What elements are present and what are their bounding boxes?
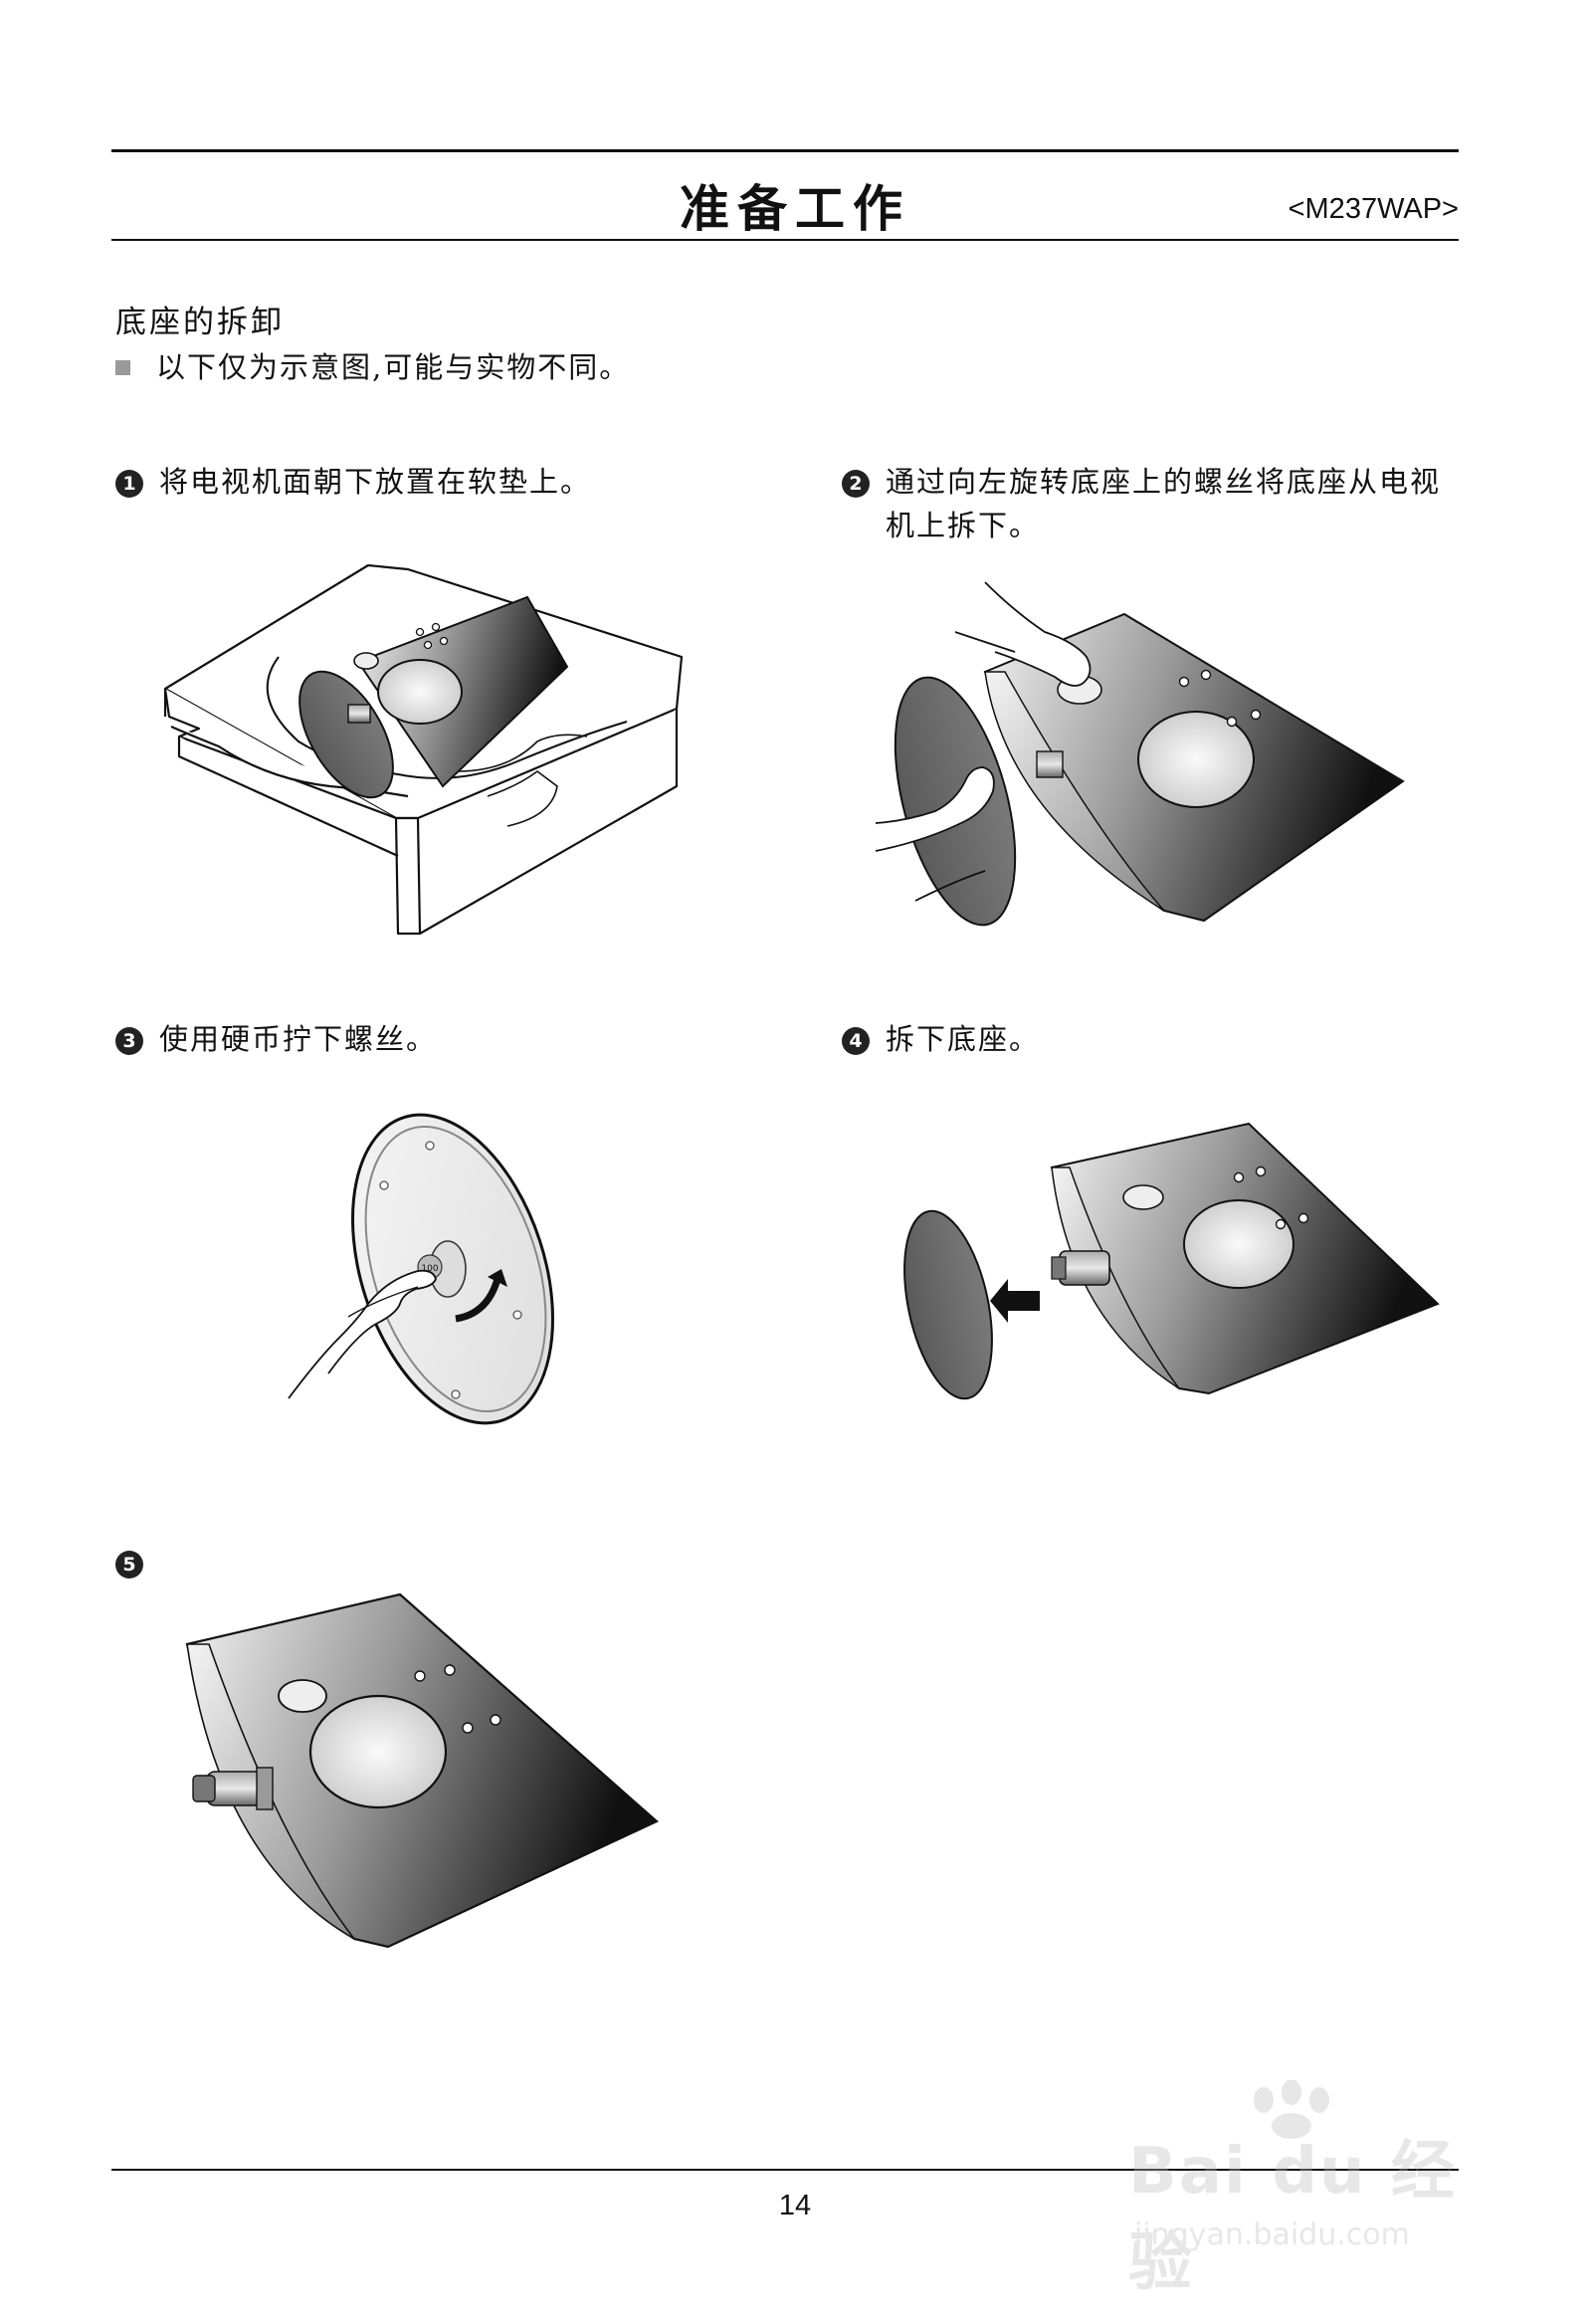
figure-remove-base	[903, 1122, 1440, 1400]
figure-coin-unscrew: 100	[288, 1113, 555, 1425]
step-2: 2 通过向左旋转底座上的螺丝将底座从电视 机上拆下。	[842, 460, 1479, 547]
page-number: 14	[778, 2190, 812, 2221]
step-3: 3 使用硬币拧下螺丝。	[115, 1017, 437, 1061]
figure-stand-final	[185, 1592, 659, 1949]
footer-rule	[111, 2169, 1459, 2171]
step-number-badge: 3	[115, 1027, 143, 1055]
figure-monitor-on-cushion	[163, 563, 684, 936]
watermark-brand: Bai du 经验	[1128, 2135, 1457, 2300]
step-1: 1 将电视机面朝下放置在软垫上。	[115, 460, 591, 504]
note: 以下仅为示意图,可能与实物不同。	[115, 344, 630, 386]
step-text: 将电视机面朝下放置在软垫上。	[159, 465, 592, 499]
step-number-badge: 2	[842, 470, 870, 498]
step-number-badge: 4	[842, 1027, 870, 1055]
paw-icon	[1254, 2080, 1329, 2139]
step-4: 4 拆下底座。	[842, 1017, 1040, 1061]
model-label: <M237WAP>	[1288, 193, 1459, 225]
step-text-line-2: 机上拆下。	[886, 509, 1041, 542]
header-top-rule	[111, 149, 1459, 152]
step-5: 5	[115, 1541, 159, 1585]
note-text: 以下仅为示意图,可能与实物不同。	[156, 350, 631, 384]
page-title: 准备工作	[680, 180, 910, 238]
step-number-badge: 5	[115, 1551, 143, 1579]
section-title: 底座的拆卸	[115, 305, 285, 340]
step-number-badge: 1	[115, 470, 143, 498]
watermark-site: jingyan.baidu.com	[1134, 2218, 1410, 2252]
coin-label: 100	[421, 1264, 438, 1274]
step-text-line-1: 通过向左旋转底座上的螺丝将底座从电视	[886, 465, 1442, 499]
square-bullet-icon	[115, 360, 130, 375]
header-bottom-rule	[111, 239, 1459, 241]
figure-rotate-screw	[875, 581, 1405, 927]
step-text: 拆下底座。	[886, 1022, 1041, 1056]
watermark: Bai du 经验 jingyan.baidu.com	[1114, 2080, 1492, 2300]
step-text: 使用硬币拧下螺丝。	[159, 1022, 438, 1056]
